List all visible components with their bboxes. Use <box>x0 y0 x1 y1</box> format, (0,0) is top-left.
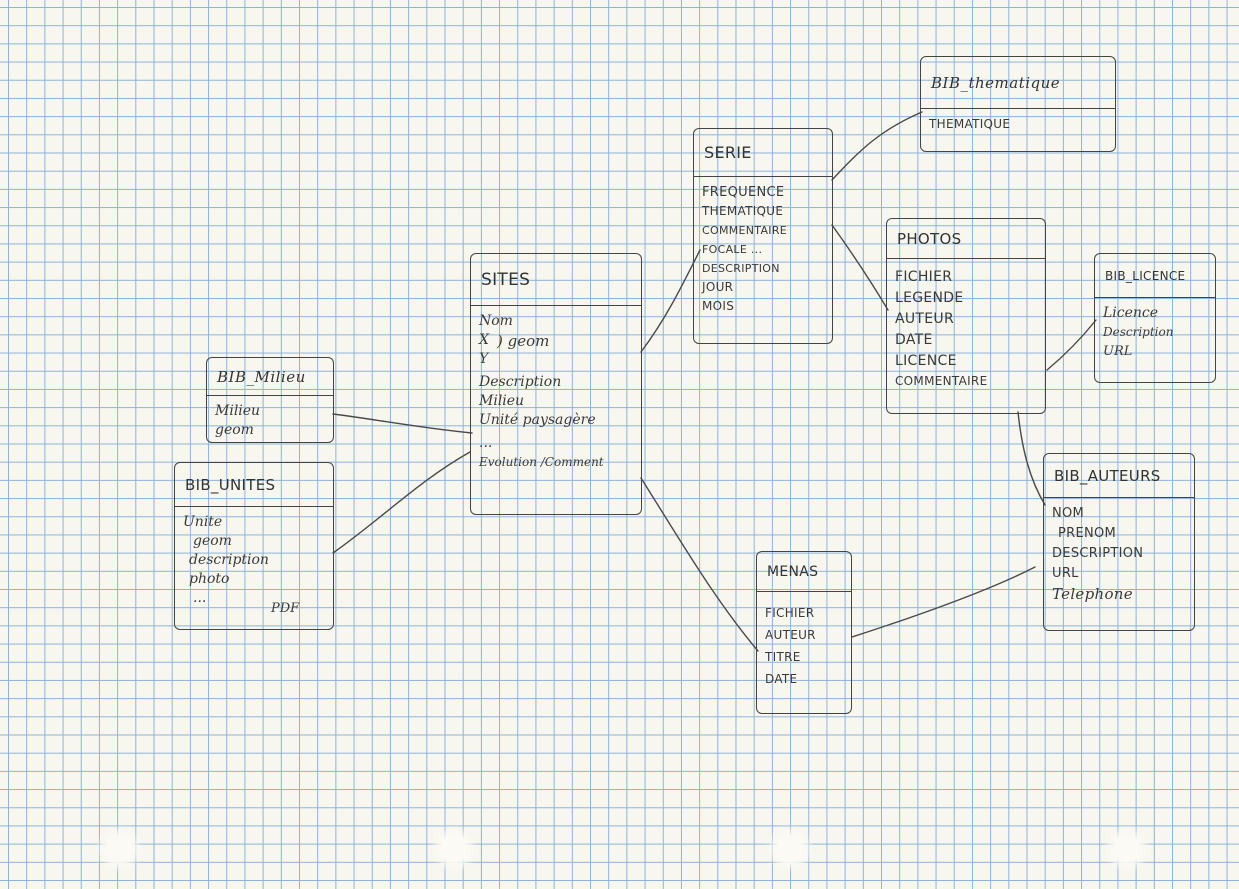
field-list: FREQUENCE THEMATIQUE COMMENTAIRE FOCALE … <box>694 177 832 316</box>
field-list: Unite geom description photo ... <box>175 507 333 608</box>
field-list: FICHIER AUTEUR TITRE DATE <box>757 592 851 690</box>
field: PRENOM <box>1058 526 1117 541</box>
field: geom <box>193 533 232 549</box>
field: DATE <box>895 332 933 348</box>
table-bib-milieu: BIB_Milieu Milieu geom <box>206 357 334 443</box>
table-title: BIB_AUTEURS <box>1044 454 1194 498</box>
field: FICHIER <box>895 269 953 285</box>
field: TITRE <box>765 650 801 664</box>
field: LEGENDE <box>895 290 964 306</box>
field: URL <box>1052 566 1079 581</box>
field: URL <box>1103 344 1133 359</box>
field: Nom <box>479 313 513 329</box>
field: LICENCE <box>895 353 957 369</box>
field: ... <box>193 590 207 606</box>
table-title: SERIE <box>694 129 832 177</box>
field: DESCRIPTION <box>702 262 780 275</box>
table-menas: MENAS FICHIER AUTEUR TITRE DATE <box>756 551 852 714</box>
field-list: Nom X Y ) geom Description Milieu Unité … <box>471 306 641 472</box>
link-photos-licence <box>1046 319 1097 371</box>
field-list: Licence Description URL <box>1095 298 1215 361</box>
link-sites-serie <box>640 249 701 353</box>
field: JOUR <box>702 280 734 294</box>
field: ) geom <box>497 332 550 350</box>
field: AUTEUR <box>765 628 816 642</box>
field: COMMENTAIRE <box>702 224 788 237</box>
field: Milieu <box>479 393 525 409</box>
link-menas-auteurs <box>851 566 1036 638</box>
field: Unite <box>183 514 223 530</box>
field: X <box>479 332 489 348</box>
field: FREQUENCE <box>702 185 785 200</box>
field: Milieu <box>215 403 261 419</box>
field: PDF <box>271 601 300 616</box>
table-sites: SITES Nom X Y ) geom Description Milieu … <box>470 253 642 515</box>
field: geom <box>215 422 254 438</box>
field: FOCALE ... <box>702 243 763 256</box>
field: Description <box>1103 325 1174 339</box>
link-serie-photos <box>831 224 889 311</box>
table-bib-auteurs: BIB_AUTEURS NOM PRENOM DESCRIPTION URL T… <box>1043 453 1195 631</box>
field: THEMATIQUE <box>929 117 1011 131</box>
field: DESCRIPTION <box>1052 546 1144 561</box>
table-bib-unites: BIB_UNITES Unite geom description photo … <box>174 462 334 630</box>
field: description <box>189 552 269 568</box>
field: Unité paysagère <box>479 412 596 428</box>
table-title: SITES <box>471 254 641 306</box>
field: Licence <box>1103 305 1159 321</box>
link-sites-menas <box>640 477 759 652</box>
field-list: NOM PRENOM DESCRIPTION URL Telephone <box>1044 498 1194 604</box>
link-photos-auteurs <box>1017 411 1046 506</box>
link-serie-thematique <box>831 111 923 181</box>
field-list: Milieu geom <box>207 396 333 440</box>
link-milieu-sites <box>332 413 473 434</box>
table-title: BIB_Milieu <box>207 358 333 396</box>
field: Telephone <box>1052 585 1133 603</box>
field: photo <box>189 571 230 587</box>
field-list: THEMATIQUE <box>921 109 1115 134</box>
table-title: BIB_LICENCE <box>1095 254 1215 298</box>
field: MOIS <box>702 299 735 313</box>
field-list: FICHIER LEGENDE AUTEUR DATE LICENCE COMM… <box>887 259 1045 391</box>
field: FICHIER <box>765 606 815 620</box>
field: AUTEUR <box>895 311 954 327</box>
table-serie: SERIE FREQUENCE THEMATIQUE COMMENTAIRE F… <box>693 128 833 344</box>
table-title: BIB_UNITES <box>175 463 333 507</box>
table-title: PHOTOS <box>887 219 1045 259</box>
link-unites-sites <box>332 451 471 554</box>
field: Evolution /Comment <box>479 455 604 469</box>
table-photos: PHOTOS FICHIER LEGENDE AUTEUR DATE LICEN… <box>886 218 1046 414</box>
field: DATE <box>765 672 798 686</box>
field: COMMENTAIRE <box>895 374 988 388</box>
table-bib-licence: BIB_LICENCE Licence Description URL <box>1094 253 1216 383</box>
field: THEMATIQUE <box>702 204 784 218</box>
table-bib-thematique: BIB_thematique THEMATIQUE <box>920 56 1116 152</box>
field: Y <box>479 351 489 367</box>
field: ... <box>479 435 493 451</box>
field: Description <box>479 374 562 390</box>
table-title: MENAS <box>757 552 851 592</box>
table-title: BIB_thematique <box>921 57 1115 109</box>
field: NOM <box>1052 506 1085 521</box>
